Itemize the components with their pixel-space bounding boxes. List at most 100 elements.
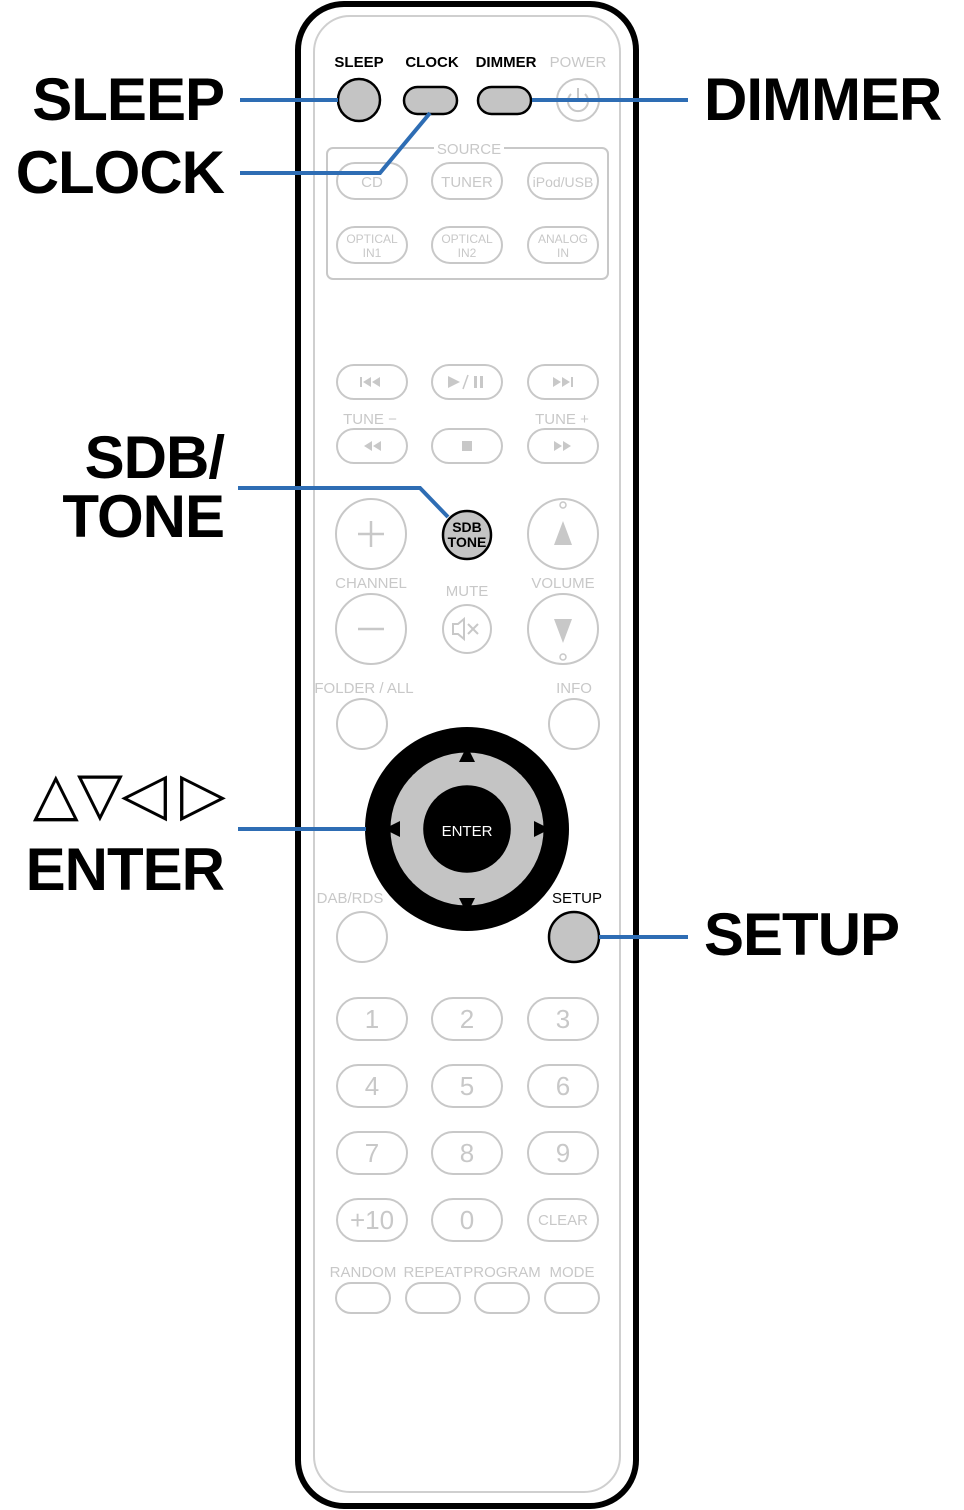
- keypad-button[interactable]: [336, 997, 408, 1041]
- keypad-button-label: 3: [556, 1004, 570, 1034]
- sdb-tone-label-top: SDB: [452, 519, 482, 535]
- keypad-button-label: +10: [350, 1205, 394, 1235]
- optical-in2-button[interactable]: [431, 226, 503, 264]
- callout-sleep: SLEEP: [32, 66, 225, 133]
- dab-rds-label: DAB/RDS: [317, 890, 384, 907]
- nav-left-button[interactable]: [390, 774, 437, 884]
- keypad-button[interactable]: [336, 1131, 408, 1175]
- tune-plus-label: TUNE +: [535, 411, 589, 428]
- callout-dimmer: DIMMER: [704, 66, 942, 133]
- keypad-button[interactable]: [527, 997, 599, 1041]
- remote-body-inner: [313, 15, 621, 1493]
- callout-lines: [238, 98, 688, 939]
- skip-forward-icon: [553, 377, 573, 387]
- keypad-button-label: 6: [556, 1071, 570, 1101]
- callout-setup: SETUP: [704, 901, 900, 968]
- bottom-button-2[interactable]: [474, 1282, 530, 1314]
- bottom-label-0: RANDOM: [330, 1264, 397, 1281]
- enter-button-label: ENTER: [442, 823, 493, 840]
- mute-icon: [452, 616, 479, 642]
- play-pause-button[interactable]: [431, 364, 503, 400]
- keypad-button-label: 8: [460, 1138, 474, 1168]
- keypad-button[interactable]: [527, 1064, 599, 1108]
- keypad-button-label: 5: [460, 1071, 474, 1101]
- keypad-button-label: 7: [365, 1138, 379, 1168]
- nav-up-button[interactable]: [412, 752, 522, 799]
- play-pause-icon: [448, 374, 483, 390]
- remote-label-power: POWER: [550, 54, 607, 71]
- info-button[interactable]: [548, 698, 600, 750]
- analog-in-label-top: ANALOG: [538, 232, 588, 246]
- optical-in2-label-top: OPTICAL: [441, 232, 493, 246]
- keypad-button[interactable]: [527, 1131, 599, 1175]
- stop-icon: [462, 441, 472, 451]
- source-ipod-usb-button[interactable]: [527, 162, 599, 200]
- callout-tone: TONE: [62, 483, 225, 550]
- navigation-pad-segments: [390, 752, 544, 906]
- remote-label-dimmer: DIMMER: [476, 54, 537, 71]
- optical-in2-label-bottom: IN2: [458, 246, 477, 260]
- dimmer-button[interactable]: [476, 85, 533, 116]
- bottom-label-1: REPEAT: [404, 1264, 463, 1281]
- bottom-button-0[interactable]: [335, 1282, 391, 1314]
- nav-down-icon: [459, 898, 475, 914]
- keypad-button[interactable]: [431, 1064, 503, 1108]
- bottom-button-3[interactable]: [544, 1282, 600, 1314]
- sdb-tone-button[interactable]: [441, 509, 493, 561]
- callout-clock: CLOCK: [15, 139, 225, 206]
- volume-dot-top: [559, 501, 567, 509]
- keypad-button-label: 2: [460, 1004, 474, 1034]
- sleep-button[interactable]: [336, 77, 382, 123]
- info-label: INFO: [556, 680, 592, 697]
- source-tuner-button[interactable]: [431, 162, 503, 200]
- keypad-button-label: 1: [365, 1004, 379, 1034]
- clock-button[interactable]: [402, 85, 459, 116]
- callout-enter: ENTER: [25, 836, 225, 903]
- dab-rds-button[interactable]: [336, 911, 388, 963]
- skip-back-icon: [360, 377, 380, 387]
- keypad-button[interactable]: [336, 1064, 408, 1108]
- fast-forward-icon: [554, 441, 571, 451]
- sdb-tone-label-bottom: TONE: [448, 534, 487, 550]
- analog-in-label-bottom: IN: [557, 246, 569, 260]
- volume-down-icon: [554, 619, 572, 643]
- keypad-button[interactable]: [431, 997, 503, 1041]
- optical-in1-label-bottom: IN1: [363, 246, 382, 260]
- keypad-button[interactable]: [336, 1198, 408, 1242]
- nav-down-button[interactable]: [412, 859, 522, 906]
- folder-all-label: FOLDER / ALL: [314, 680, 413, 697]
- keypad-button[interactable]: [431, 1131, 503, 1175]
- analog-in-button[interactable]: [527, 226, 599, 264]
- keypad-button[interactable]: [431, 1198, 503, 1242]
- folder-all-button[interactable]: [336, 698, 388, 750]
- setup-button[interactable]: [547, 910, 601, 964]
- keypad-button-label: CLEAR: [538, 1212, 588, 1229]
- nav-right-button[interactable]: [497, 774, 544, 884]
- optical-in1-button[interactable]: [336, 226, 408, 264]
- callout-sdb: SDB/: [84, 424, 225, 491]
- rewind-icon: [364, 441, 381, 451]
- callout-arrows: △▽◁ ▷: [32, 760, 226, 827]
- keypad-button-label: 9: [556, 1138, 570, 1168]
- remote-label-sleep: SLEEP: [334, 54, 383, 71]
- enter-button[interactable]: [426, 788, 508, 870]
- nav-right-icon: [534, 821, 550, 837]
- source-ipod-usb-label: iPod/USB: [533, 174, 594, 190]
- source-tuner-label: TUNER: [441, 174, 493, 191]
- bottom-label-2: PROGRAM: [463, 1264, 541, 1281]
- nav-up-icon: [459, 746, 475, 762]
- bottom-button-1[interactable]: [405, 1282, 461, 1314]
- channel-label: CHANNEL: [335, 575, 407, 592]
- keypad-button[interactable]: [527, 1198, 599, 1242]
- tune-minus-label: TUNE −: [343, 411, 397, 428]
- remote-label-clock: CLOCK: [405, 54, 458, 71]
- remote-setup-label: SETUP: [552, 890, 602, 907]
- sdb-tone-leader-line: [238, 486, 450, 519]
- plus-icon: [358, 521, 384, 547]
- keypad-button-label: 4: [365, 1071, 379, 1101]
- mute-button[interactable]: [442, 604, 492, 654]
